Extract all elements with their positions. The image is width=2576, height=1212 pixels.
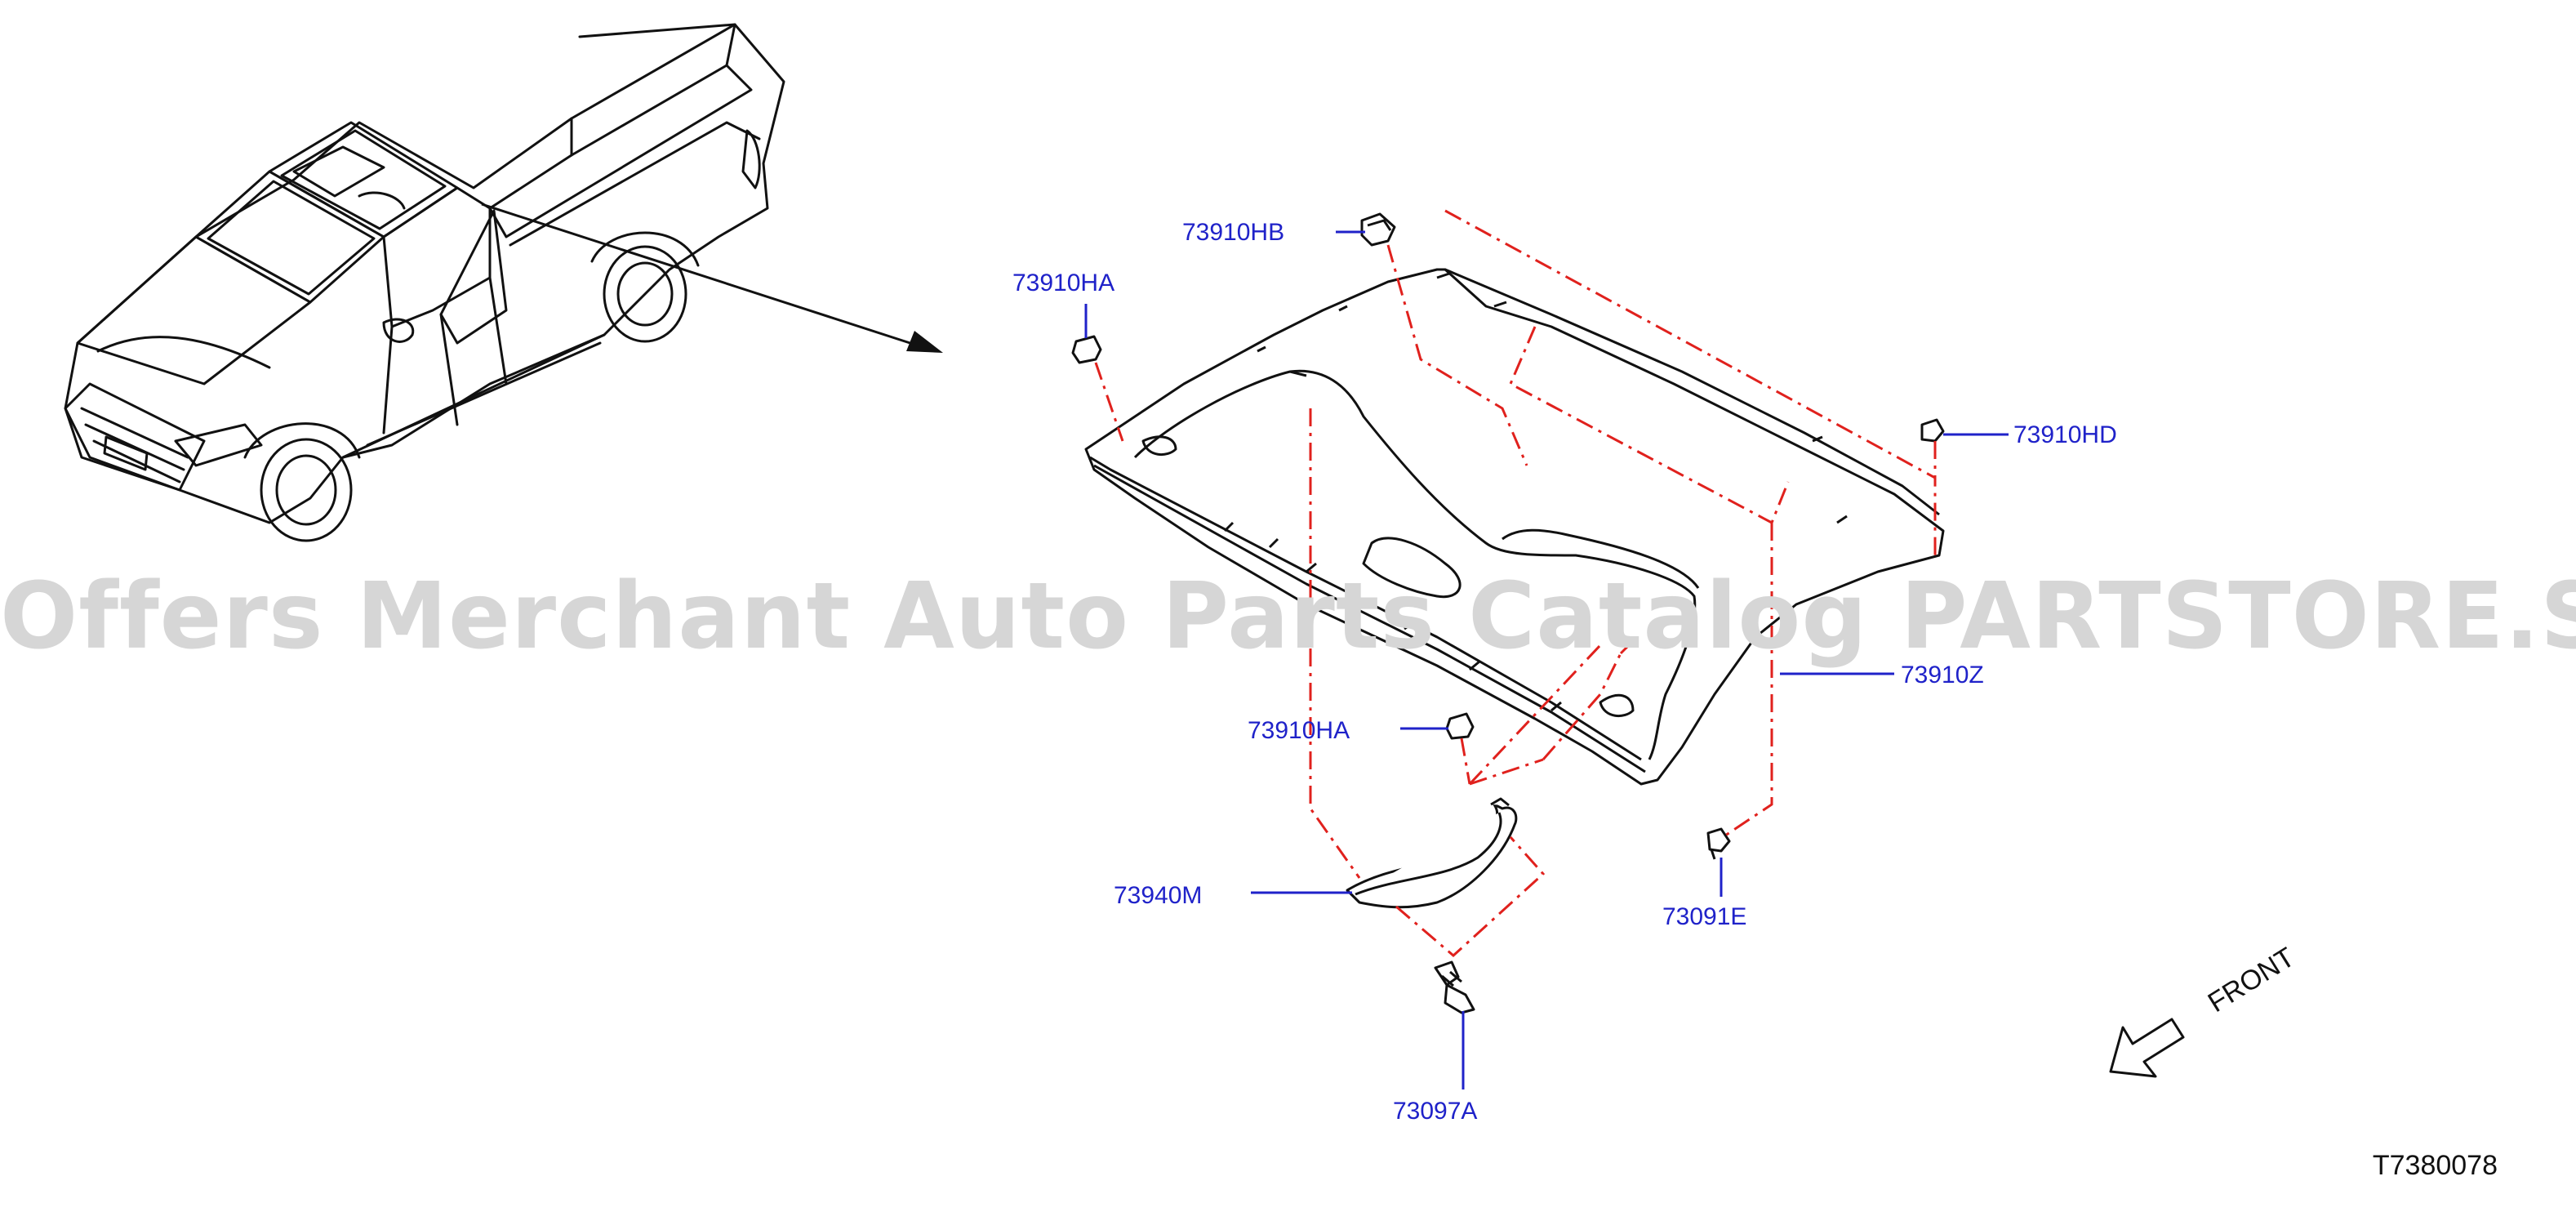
watermark: Offers Merchant Auto Parts Catalog PARTS… (0, 564, 2576, 670)
front-arrow-icon (2109, 1018, 2185, 1078)
clip-73091e (1706, 827, 1731, 860)
figure-code: T7380078 (2372, 1150, 2498, 1181)
leader-lines (1084, 230, 2009, 1089)
clip-73910ha-top (1071, 335, 1102, 364)
pickup-truck-illustration (64, 23, 785, 542)
label-73910ha-mid[interactable]: 73910HA (1248, 717, 1350, 744)
pointer-arrow (481, 203, 943, 353)
clip-73910hd (1920, 418, 1945, 443)
assist-grip (1346, 797, 1518, 909)
label-73097a[interactable]: 73097A (1393, 1098, 1478, 1125)
headlining-panel (1084, 268, 1945, 786)
clip-73910ha-mid (1445, 712, 1475, 740)
label-73910hd[interactable]: 73910HD (2013, 421, 2117, 448)
label-73910ha-top[interactable]: 73910HA (1012, 270, 1115, 296)
screw-73097a (1434, 960, 1475, 1014)
label-73910z[interactable]: 73910Z (1901, 662, 1984, 688)
label-73910hb[interactable]: 73910HB (1182, 219, 1285, 246)
label-73091e[interactable]: 73091E (1662, 903, 1747, 930)
clip-73910hb (1360, 212, 1396, 247)
assembly-lines (1094, 209, 1937, 958)
label-73940m[interactable]: 73940M (1114, 882, 1203, 909)
